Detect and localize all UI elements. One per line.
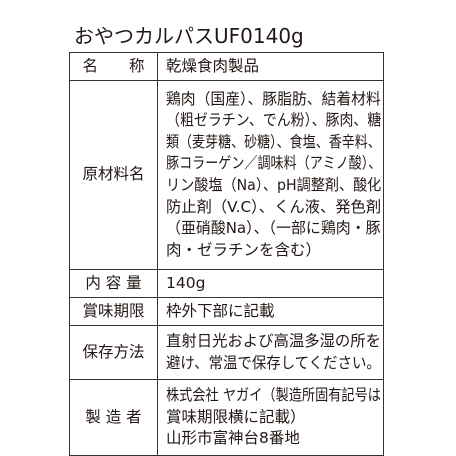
- row-value-manufacturer: 株式会社 ヤガイ（製造所固有記号は 賞味期限横に記載） 山形市富神台8番地: [157, 379, 384, 456]
- product-title: おやつカルパスUF0140g: [74, 24, 304, 48]
- row-label-ingredients: 原材料名: [69, 80, 158, 270]
- table-row-best-before: 賞味期限 枠外下部に記載: [69, 297, 384, 326]
- table-row-content: 内 容 量 140g: [69, 269, 384, 298]
- row-label-storage: 保存方法: [69, 325, 158, 380]
- row-value-storage: 直射日光および高温多湿の所を 避け、常温で保存してください。: [157, 325, 384, 380]
- row-label-name: 名 称: [69, 52, 158, 81]
- row-value-name: 乾燥食肉製品: [157, 52, 384, 81]
- row-value-best-before: 枠外下部に記載: [157, 297, 384, 326]
- table-row-storage: 保存方法 直射日光および高温多湿の所を 避け、常温で保存してください。: [69, 325, 384, 380]
- row-label-content: 内 容 量: [69, 269, 158, 298]
- table-row-name: 名 称 乾燥食肉製品: [69, 52, 384, 81]
- table-row-manufacturer: 製 造 者 株式会社 ヤガイ（製造所固有記号は 賞味期限横に記載） 山形市富神台…: [69, 379, 384, 456]
- row-label-best-before: 賞味期限: [69, 297, 158, 326]
- table-row-ingredients: 原材料名 鶏肉（国産）、豚脂肪、結着材料 （粗ゼラチン、でん粉）、豚肉、糖 類（…: [69, 80, 384, 270]
- row-value-ingredients: 鶏肉（国産）、豚脂肪、結着材料 （粗ゼラチン、でん粉）、豚肉、糖 類（麦芽糖、砂…: [157, 80, 384, 270]
- row-label-manufacturer: 製 造 者: [69, 379, 158, 456]
- row-value-content: 140g: [157, 269, 384, 298]
- food-label-table: 名 称 乾燥食肉製品 原材料名 鶏肉（国産）、豚脂肪、結着材料 （粗ゼラチン、で…: [69, 52, 384, 456]
